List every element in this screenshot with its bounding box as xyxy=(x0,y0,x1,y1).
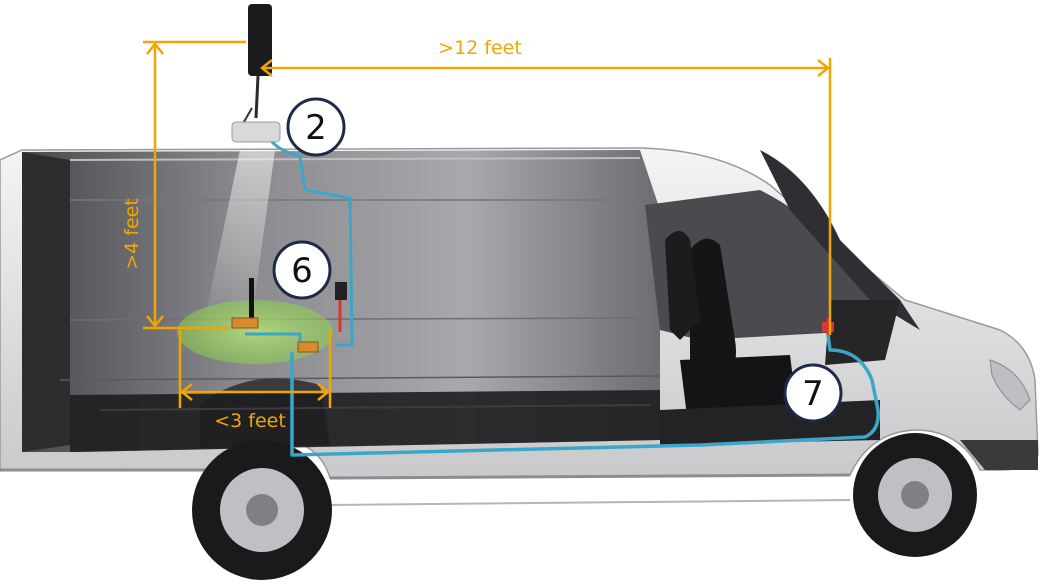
marker-booster-number: 7 xyxy=(802,374,824,414)
outdoor-antenna xyxy=(231,4,281,143)
rear-wall xyxy=(22,152,70,452)
antenna-mount xyxy=(231,121,281,143)
roof-cable xyxy=(270,140,354,347)
cable-junction xyxy=(335,282,347,300)
cable-routing xyxy=(245,140,880,457)
dimension-lines xyxy=(143,40,832,408)
booster-port xyxy=(822,322,834,332)
marker-outdoor-antenna: 2 xyxy=(286,97,346,157)
height-label: >4 feet xyxy=(121,198,143,270)
marker-indoor-antenna-number: 6 xyxy=(291,251,313,291)
marker-booster: 7 xyxy=(783,363,843,423)
width-label: >12 feet xyxy=(438,37,522,59)
dashboard xyxy=(825,300,900,365)
floor-cable xyxy=(290,334,880,457)
windshield xyxy=(760,150,920,330)
signal-beam xyxy=(205,150,275,318)
front-wheel xyxy=(853,433,977,557)
van-body xyxy=(0,147,1039,506)
driver-seat xyxy=(690,238,736,395)
indoor-antenna xyxy=(231,278,259,329)
marker-indoor-antenna: 6 xyxy=(272,240,332,300)
headlight xyxy=(989,359,1031,411)
coverage-zone xyxy=(177,300,333,364)
splitter xyxy=(297,341,319,353)
passenger-seat xyxy=(665,231,700,340)
marker-outdoor-antenna-number: 2 xyxy=(305,108,327,148)
rear-wheel xyxy=(192,440,332,580)
spacing-label: <3 feet xyxy=(214,410,286,432)
